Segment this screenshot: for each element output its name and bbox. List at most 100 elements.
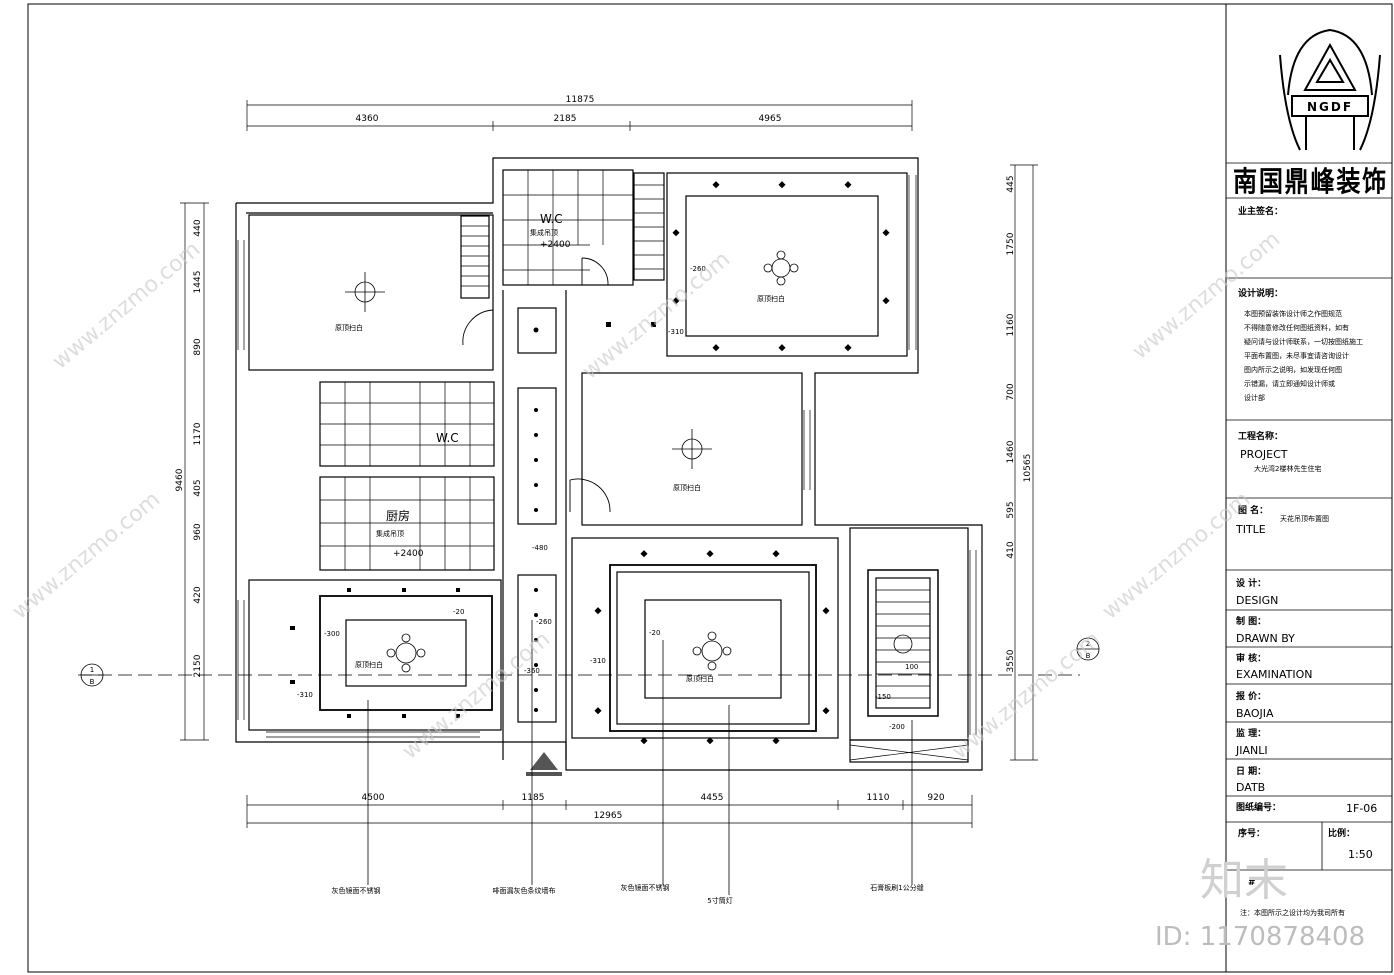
sheet-border	[27, 3, 1393, 973]
design-en: DESIGN	[1236, 594, 1278, 607]
dim-right-s8: 3550	[1006, 649, 1016, 672]
section-markers	[80, 637, 1100, 687]
ceiling-label-bottom-left: 原顶扫白	[355, 660, 383, 669]
dim-bottom-seg3: 4455	[701, 793, 724, 803]
callout-mirror-steel-left: 灰色镜面不锈钢	[332, 886, 381, 895]
baojia-label: 报 价：	[1236, 690, 1266, 702]
drawing-no-label: 图纸编号：	[1236, 801, 1281, 813]
dim-right-s6: 595	[1006, 501, 1016, 518]
dim-top-seg3: 4965	[759, 114, 782, 124]
section-right-sheet: B	[1086, 652, 1091, 660]
callout-mirror-steel-right: 灰色镜面不锈钢	[621, 883, 670, 892]
title-en: TITLE	[1235, 523, 1266, 536]
project-value: 大光湾2楼林先生住宅	[1254, 464, 1321, 473]
wc-top-note: 集成吊顶	[530, 228, 558, 237]
footer-note: 注：本图所示之设计均为我司所有	[1240, 908, 1345, 917]
level-mark: -310	[590, 657, 606, 665]
title-label: 图 名：	[1238, 504, 1268, 516]
logo-text: NGDF	[1307, 100, 1353, 114]
dim-right-s2: 1750	[1006, 232, 1016, 255]
exam-label: 审 核：	[1236, 652, 1266, 664]
company-logo-icon	[1279, 28, 1381, 151]
level-mark: -310	[668, 328, 684, 336]
drawn-en: DRAWN BY	[1236, 632, 1295, 645]
dim-bottom-seg5: 920	[927, 793, 944, 803]
footer-mark: #	[1248, 878, 1256, 888]
doors	[462, 257, 611, 513]
drawing-no: 1F-06	[1346, 802, 1377, 815]
callout-downlight: 5寸筒灯	[707, 896, 732, 905]
level-mark: -150	[875, 693, 891, 701]
room-wc-mid: W.C	[436, 431, 459, 445]
callout-gypsum: 石膏板刷1公分缝	[870, 883, 923, 892]
dim-top-overall: 11875	[566, 95, 595, 105]
tile-grids	[320, 170, 969, 761]
notes-line-5: 图内所示之说明，如发现任何图	[1244, 365, 1342, 374]
level-mark: -310	[297, 691, 313, 699]
notes-line-3: 疑问请与设计师联系，一切按图纸施工	[1244, 337, 1363, 346]
callout-leaders	[367, 620, 913, 895]
scale-value: 1:50	[1348, 848, 1373, 861]
dim-left-s7: 420	[193, 586, 203, 603]
dim-right-s4: 700	[1006, 383, 1016, 400]
section-left-sheet: B	[90, 678, 95, 686]
dim-bottom-seg2: 1185	[522, 793, 545, 803]
section-left-num: 1	[90, 666, 94, 674]
level-mark: -360	[524, 667, 540, 675]
dim-bottom-seg1: 4500	[362, 793, 385, 803]
notes-line-1: 本图预留装饰设计师之作图规范	[1244, 309, 1342, 318]
dim-top-seg2: 2185	[554, 114, 577, 124]
level-mark: -480	[532, 544, 548, 552]
watermark-site: www.znzmo.com	[48, 237, 205, 375]
level-mark: -20	[453, 608, 464, 616]
watermark-site: www.znzmo.com	[398, 627, 555, 765]
owner-label: 业主签名：	[1238, 205, 1283, 217]
dim-right-overall: 10565	[1023, 454, 1033, 483]
dim-left-s4: 1170	[193, 422, 203, 445]
watermark-site: www.znzmo.com	[578, 247, 735, 385]
level-mark: -260	[536, 618, 552, 626]
stair-arrow	[526, 752, 562, 776]
title-value: 天花吊顶布置图	[1280, 514, 1329, 523]
watermark-id: ID: 1170878408	[1155, 922, 1365, 952]
dim-left-s6: 960	[193, 523, 203, 540]
design-label: 设 计：	[1236, 577, 1266, 589]
notes-label: 设计说明：	[1238, 287, 1283, 299]
dimension-lines	[78, 100, 1080, 828]
ceiling-label-bedroom-right: 原顶扫白	[757, 294, 785, 303]
watermark-site: www.znzmo.com	[1098, 487, 1255, 625]
title-block-lines	[1226, 162, 1392, 871]
level-mark: -200	[889, 723, 905, 731]
date-label: 日 期：	[1236, 765, 1266, 777]
plan-walls	[235, 157, 983, 771]
level-mark: 100	[905, 663, 918, 671]
level-mark: -260	[690, 265, 706, 273]
dim-right-s7: 410	[1006, 541, 1016, 558]
jianli-en: JIANLI	[1235, 744, 1268, 757]
notes-line-7: 设计部	[1244, 393, 1265, 402]
date-en: DATB	[1236, 781, 1265, 794]
dim-right-s5: 1460	[1006, 440, 1016, 463]
watermark-brand: 知末	[1200, 855, 1288, 906]
dim-left-s3: 890	[193, 338, 203, 355]
ceiling-label-bedroom-left: 原顶扫白	[335, 323, 363, 332]
ceiling-label-living: 原顶扫白	[686, 674, 714, 683]
light-fixtures	[345, 250, 913, 673]
dim-right-s3: 1160	[1006, 313, 1016, 336]
baojia-en: BAOJIA	[1236, 707, 1274, 720]
wc-top-level: +2400	[540, 240, 571, 250]
notes-line-4: 平面布置图，未尽事宜请咨询设计	[1244, 351, 1349, 360]
exam-en: EXAMINATION	[1236, 668, 1313, 681]
dim-bottom-overall: 12965	[594, 811, 623, 821]
notes-line-6: 示错漏，请立即通知设计师或	[1244, 379, 1335, 388]
kitchen-note: 集成吊顶	[376, 529, 404, 538]
seq-label: 序号：	[1238, 827, 1265, 839]
curtain-hatches	[237, 175, 977, 738]
drawn-label: 制 图：	[1236, 615, 1266, 627]
company-name: 南国鼎峰装饰	[1233, 165, 1388, 198]
project-label: 工程名称：	[1238, 430, 1283, 442]
scale-label: 比例：	[1328, 827, 1355, 839]
dim-left-s2: 1445	[193, 271, 203, 294]
dim-bottom-seg4: 1110	[867, 793, 890, 803]
